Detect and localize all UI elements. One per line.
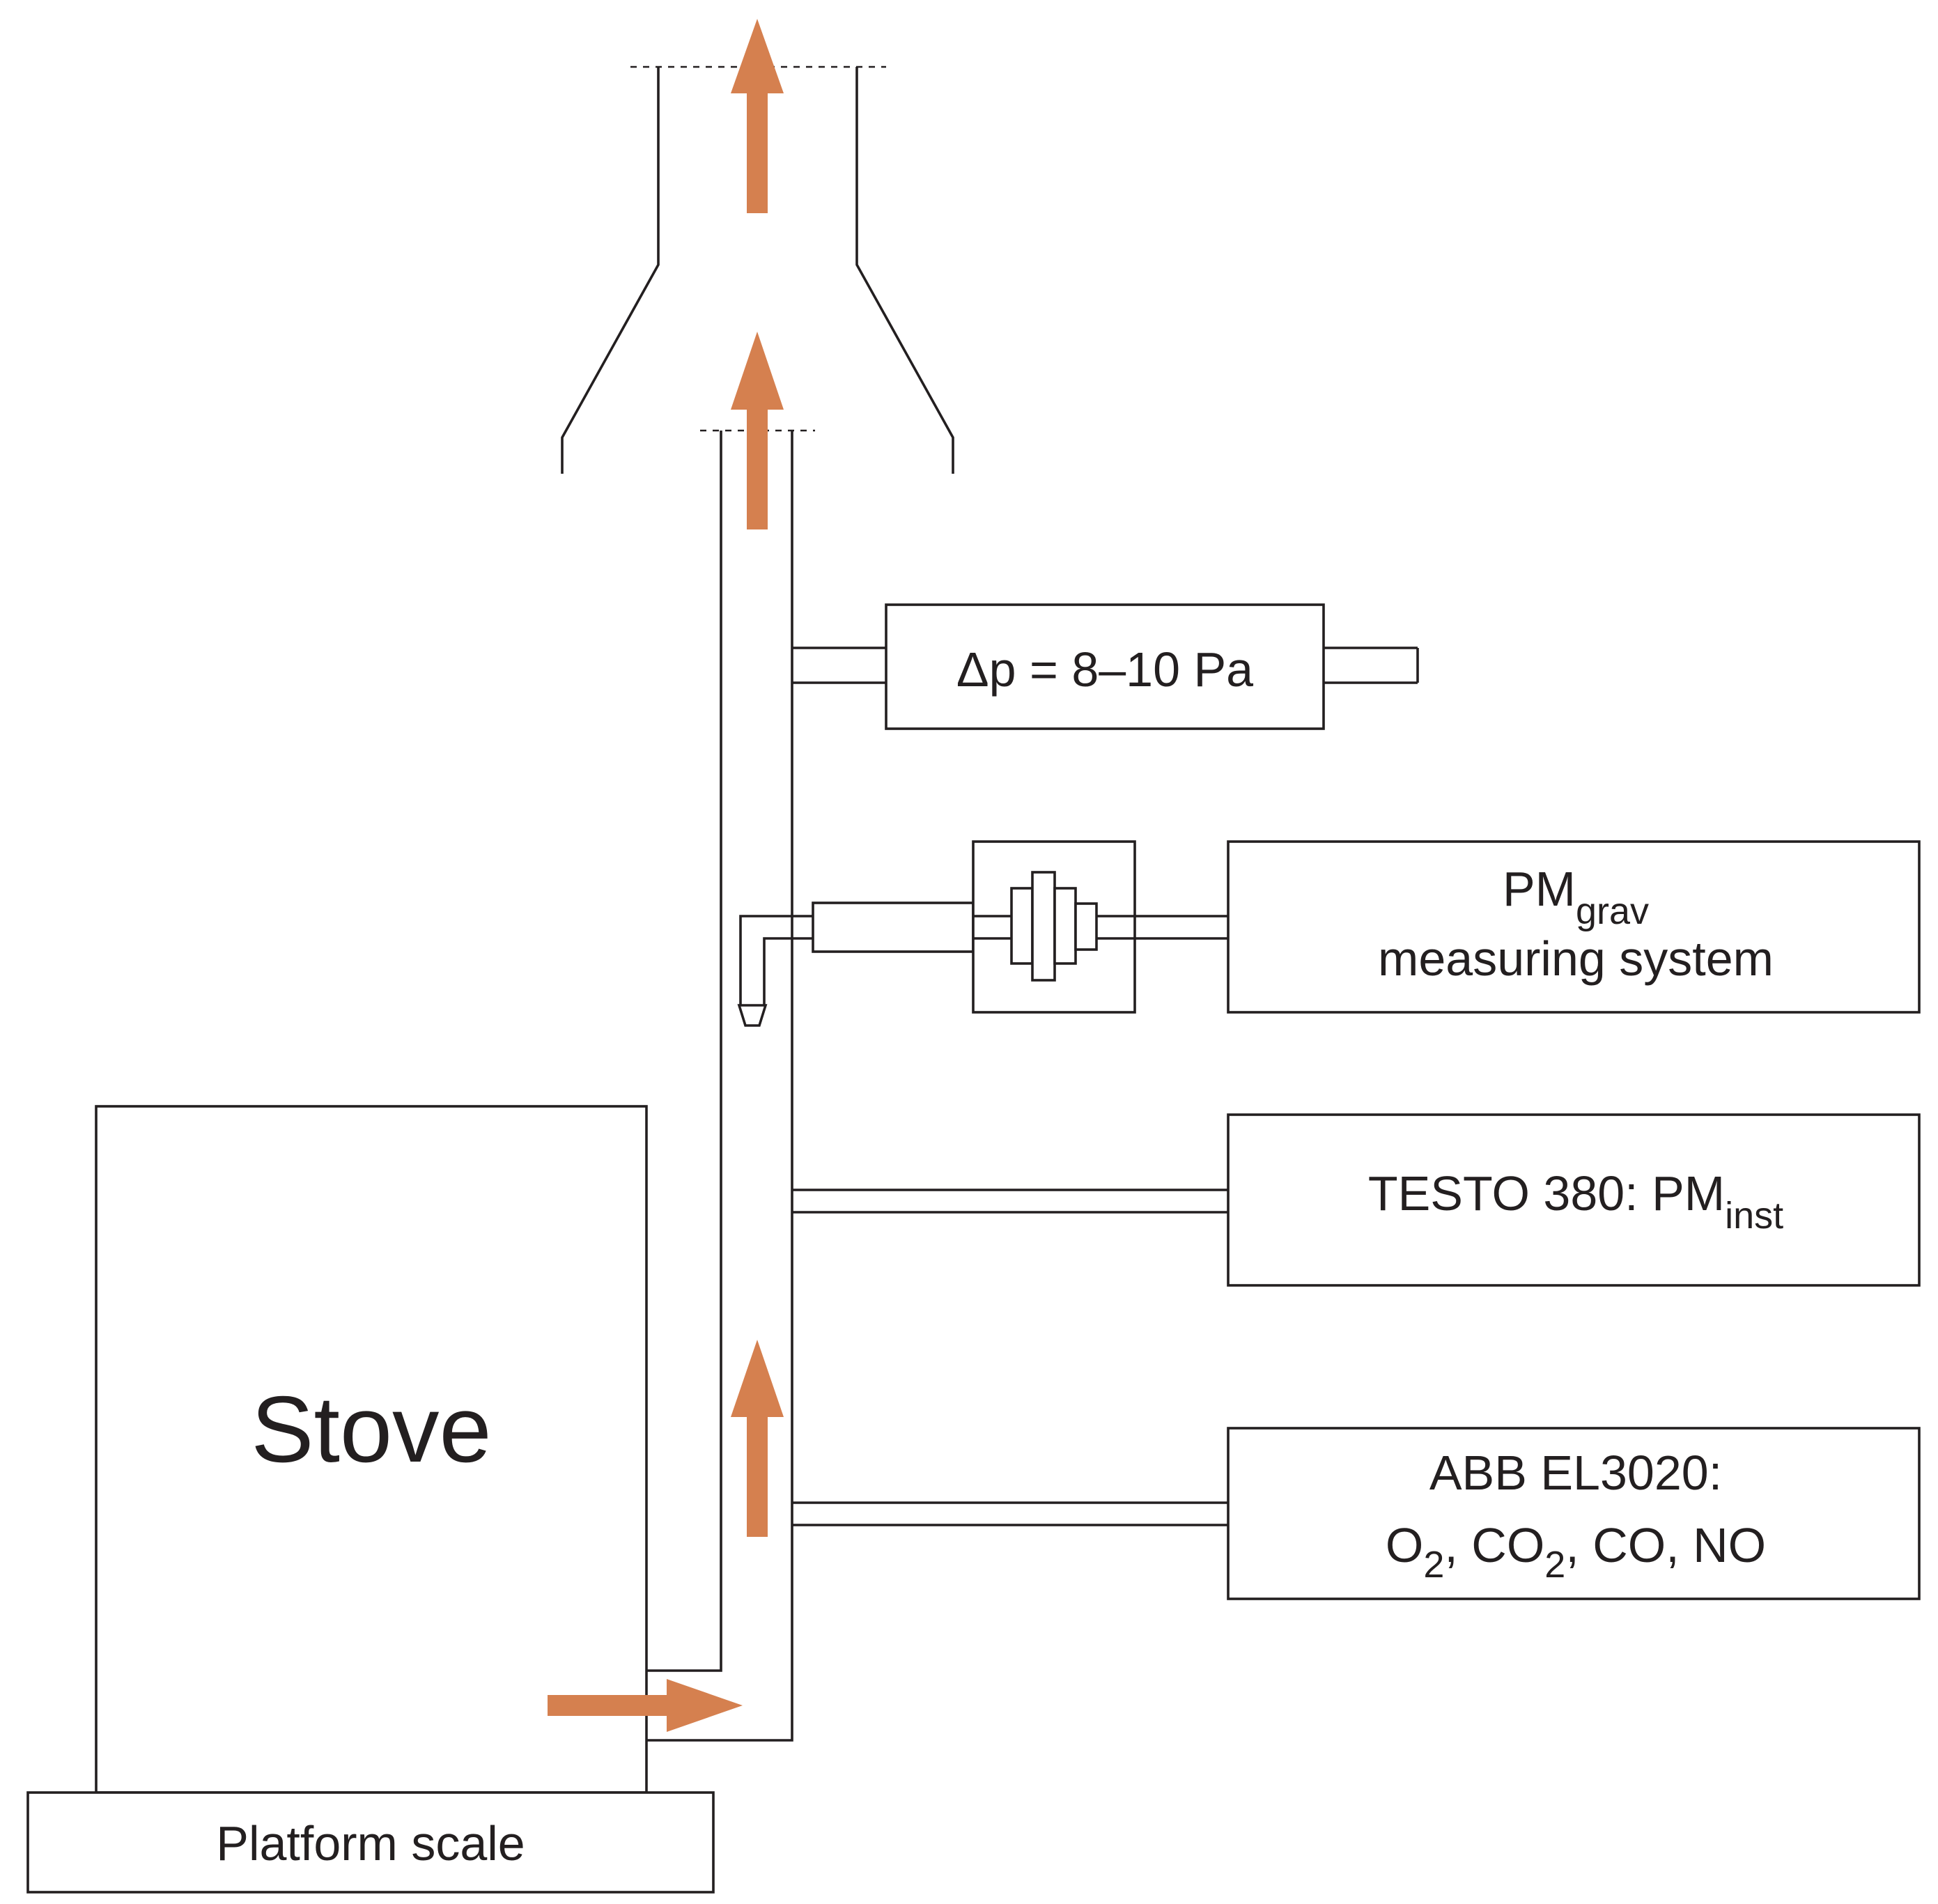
flow-arrow-up-icon <box>731 332 784 529</box>
filter-housing <box>972 840 1136 1014</box>
testo-box <box>1227 1113 1921 1287</box>
flue-pipe <box>646 429 815 1742</box>
abb-o: O <box>1386 1518 1423 1572</box>
sampling-nozzle <box>812 901 975 953</box>
stove-label: Stove <box>251 1377 491 1482</box>
pressure-label: Δp = 8–10 Pa <box>956 642 1253 697</box>
flow-arrow-up-icon <box>731 19 784 213</box>
pressure-box <box>885 603 1325 730</box>
testo-subscript: inst <box>1725 1195 1783 1237</box>
pm-grav-label: PMgrav <box>1503 862 1649 932</box>
abb-sampling-line <box>792 1501 1228 1526</box>
flow-arrow-up-icon <box>731 1340 784 1537</box>
pm-grav-subscript: grav <box>1576 890 1649 932</box>
testo-label: TESTO 380: PMinst <box>1368 1166 1783 1237</box>
abb-line1: ABB EL3020: <box>1429 1446 1722 1500</box>
pm-grav-box <box>1227 840 1921 1014</box>
filter-holder-icon <box>973 871 1135 982</box>
testo-main: TESTO 380: PM <box>1368 1166 1725 1221</box>
pm-grav-line2: measuring system <box>1378 931 1774 986</box>
pm-grav-sampling-line <box>737 840 1228 1027</box>
stove-box <box>95 1105 648 1794</box>
pressure-measurement: Δp = 8–10 Pa <box>792 603 1419 730</box>
abb-co2-prefix: , CO <box>1444 1518 1544 1572</box>
pm-grav-main: PM <box>1503 862 1576 916</box>
abb-o-subscript: 2 <box>1423 1544 1444 1586</box>
abb-rest: , CO, NO <box>1565 1518 1766 1572</box>
platform-scale-box <box>26 1791 715 1894</box>
flow-arrow-right-icon <box>548 1679 743 1732</box>
abb-box <box>1227 1427 1921 1600</box>
abb-co2-subscript: 2 <box>1544 1544 1565 1586</box>
testo-sampling-line <box>792 1189 1228 1214</box>
sampling-probe-icon <box>737 915 813 1027</box>
abb-line2: O2, CO2, CO, NO <box>1386 1518 1766 1586</box>
platform-scale-label: Platform scale <box>216 1816 525 1871</box>
